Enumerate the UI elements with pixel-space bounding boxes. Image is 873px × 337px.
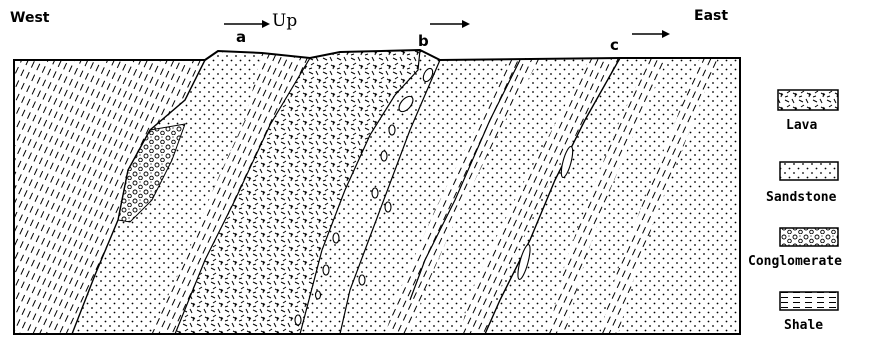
cross-section (14, 50, 740, 334)
legend-swatch-sandstone (780, 162, 838, 180)
point-label-c: c (610, 36, 619, 54)
legend-swatch-conglomerate (780, 228, 838, 246)
point-label-b: b (418, 32, 429, 50)
legend-label-lava: Lava (786, 118, 817, 133)
point-label-a: a (236, 28, 246, 46)
legend-swatch-shale (780, 292, 838, 310)
way-up-label: Up (272, 11, 297, 31)
compass-west-label: West (10, 10, 49, 26)
legend-label-conglomerate: Conglomerate (748, 254, 842, 269)
legend-label-shale: Shale (784, 318, 823, 333)
legend-label-sandstone: Sandstone (766, 190, 836, 205)
compass-east-label: East (694, 8, 728, 24)
legend-swatch-lava (778, 90, 838, 110)
